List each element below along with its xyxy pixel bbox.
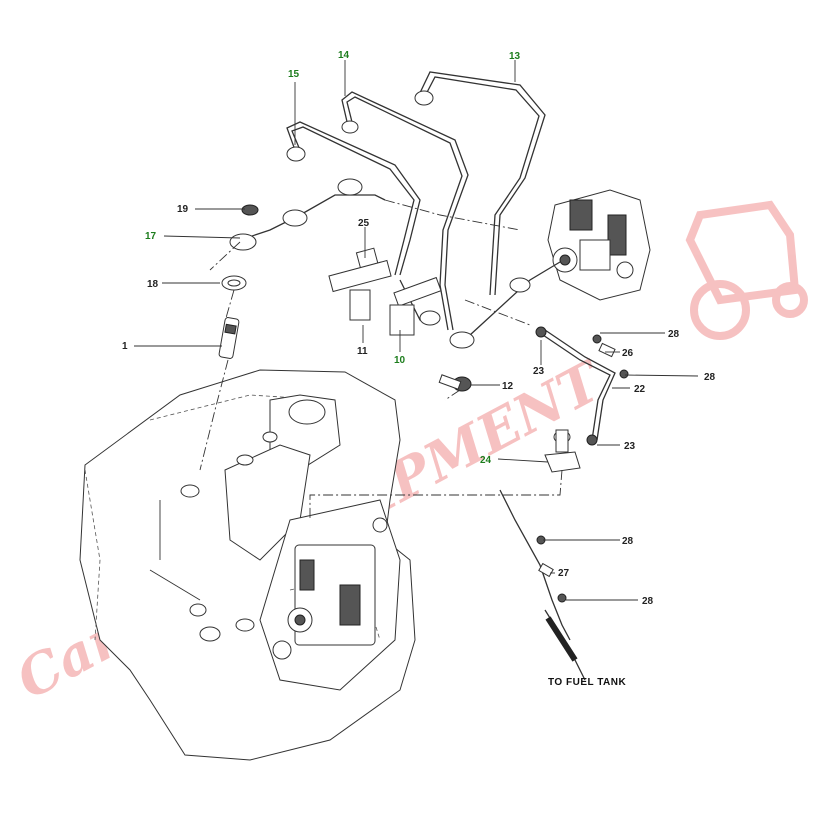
- callout-1: 1: [122, 341, 128, 352]
- watermark-tractor-logo: [685, 200, 808, 340]
- callout-25: 25: [358, 218, 370, 229]
- pipe-clamps: [328, 247, 442, 336]
- callout-28-bottom: 28: [642, 596, 654, 607]
- callout-28-third: 28: [622, 536, 634, 547]
- callout-18: 18: [147, 279, 159, 290]
- callout-24: 24: [480, 455, 492, 466]
- engine-block: [79, 369, 416, 761]
- callout-22: 22: [634, 384, 646, 395]
- injection-pump-assembly: [547, 189, 651, 301]
- callout-23-upper: 23: [533, 366, 545, 377]
- injection-nozzle-1: [218, 317, 240, 359]
- callout-28-second: 28: [704, 372, 716, 383]
- callout-28-top: 28: [668, 329, 680, 340]
- fuel-connector-24: [544, 429, 581, 473]
- callout-27: 27: [558, 568, 570, 579]
- leader-lines: [134, 60, 699, 601]
- callout-12: 12: [502, 381, 514, 392]
- callout-13: 13: [509, 51, 521, 62]
- injection-pipe-14: [341, 91, 469, 331]
- callout-10: 10: [394, 355, 406, 366]
- callout-labels: 15 14 13 19 17 18 1 25 11 10 12 23 28 26…: [122, 50, 716, 688]
- injection-pipes: [286, 71, 561, 349]
- to-fuel-tank-note: TO FUEL TANK: [548, 677, 627, 688]
- leak-off-pipe-17: [229, 178, 386, 251]
- callout-19: 19: [177, 204, 189, 215]
- callout-14: 14: [338, 50, 350, 61]
- routing-dash-lines: [199, 199, 563, 520]
- fuel-line-to-tank: [499, 489, 586, 681]
- callout-15: 15: [288, 69, 300, 80]
- callout-11: 11: [357, 346, 368, 357]
- callout-23-lower: 23: [624, 441, 636, 452]
- callout-26: 26: [622, 348, 634, 359]
- injection-pipe-13: [417, 71, 546, 296]
- callout-17: 17: [145, 231, 157, 242]
- fuel-hose-22: [535, 326, 629, 446]
- banjo-bolt-12: [438, 374, 472, 392]
- injection-pipe-15: [286, 121, 421, 276]
